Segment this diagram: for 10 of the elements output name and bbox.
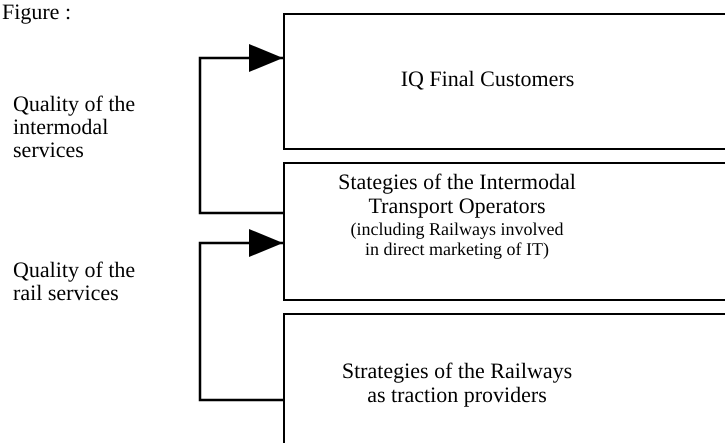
process-box — [283, 162, 725, 301]
box-title: Stategies of the Intermodal Transport Operators — [337, 170, 577, 218]
process-box — [283, 313, 725, 443]
arrow — [198, 229, 283, 402]
process-box — [283, 13, 725, 150]
box-note: (including Railways involved in direct marketing of IT) — [350, 220, 564, 260]
figure-title: Figure : — [2, 0, 72, 24]
box-title: Strategies of the Railways as traction providers — [340, 359, 574, 408]
arrow — [198, 44, 283, 214]
box-title: IQ Final Customers — [400, 67, 576, 92]
